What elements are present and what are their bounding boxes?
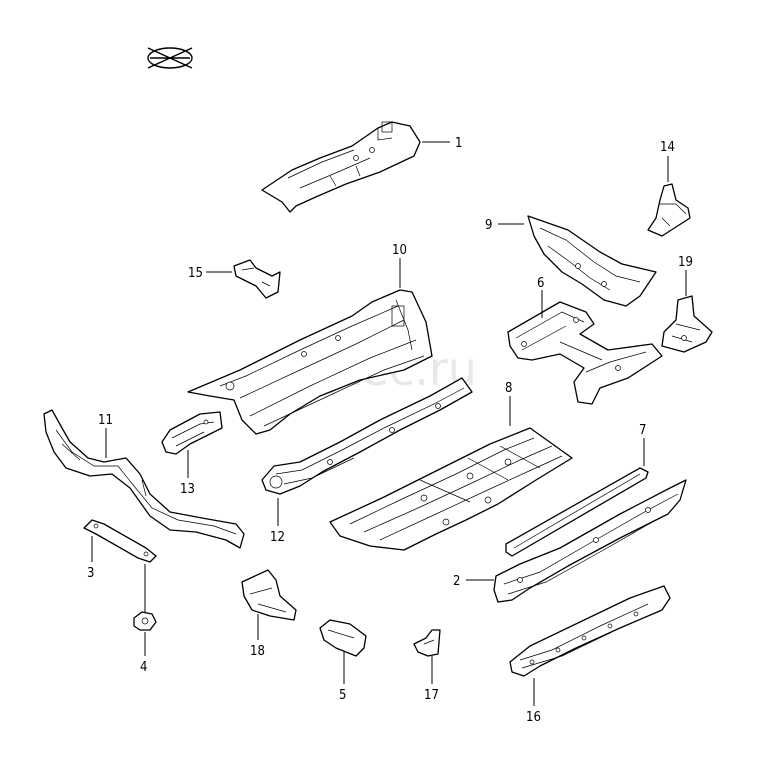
callout-1: 1: [422, 136, 462, 151]
callout-4: 4: [140, 564, 147, 675]
callout-label-8: 8: [505, 381, 512, 396]
part-11-front-member: [43, 409, 245, 549]
part-16-sill-outer: [509, 585, 671, 677]
callout-17: 17: [424, 656, 439, 703]
callout-16: 16: [526, 678, 541, 725]
callout-label-16: 16: [526, 710, 541, 725]
callout-18: 18: [250, 614, 265, 659]
part-2-sill-inner: [493, 479, 687, 603]
part-10-tunnel: [187, 289, 433, 435]
callout-8: 8: [505, 381, 512, 426]
callout-label-1: 1: [455, 136, 462, 151]
logo-icon: [147, 47, 193, 69]
callout-label-9: 9: [485, 218, 492, 233]
callout-label-3: 3: [87, 566, 94, 581]
part-8-floor-pan: [329, 427, 573, 551]
callout-13: 13: [180, 450, 195, 497]
part-17-bracket: [413, 629, 441, 657]
callout-label-15: 15: [188, 266, 203, 281]
callout-3: 3: [87, 536, 94, 581]
callout-label-5: 5: [339, 688, 346, 703]
callout-label-13: 13: [180, 482, 195, 497]
callout-2: 2: [453, 574, 494, 589]
part-9-rear-rail: [527, 215, 657, 307]
callout-label-18: 18: [250, 644, 265, 659]
callout-10: 10: [392, 243, 407, 288]
part-6-crossmember: [507, 301, 663, 405]
callout-label-12: 12: [270, 530, 285, 545]
callout-label-4: 4: [140, 660, 147, 675]
callout-11: 11: [98, 413, 113, 458]
part-7-thin-rail: [505, 467, 649, 557]
callout-9: 9: [485, 218, 524, 233]
callout-5: 5: [339, 652, 346, 703]
callout-label-11: 11: [98, 413, 113, 428]
callout-14: 14: [660, 140, 675, 182]
part-12-side-member: [261, 377, 473, 495]
part-14-bracket: [647, 183, 691, 237]
callout-label-7: 7: [639, 423, 646, 438]
callout-7: 7: [639, 423, 646, 466]
part-3-plate: [83, 519, 157, 563]
callout-15: 15: [188, 266, 232, 281]
part-5-bracket: [319, 619, 367, 657]
part-4-nut: [133, 611, 157, 631]
callout-label-17: 17: [424, 688, 439, 703]
callout-12: 12: [270, 498, 285, 545]
part-18-bracket: [241, 569, 297, 621]
callout-label-10: 10: [392, 243, 407, 258]
callout-label-6: 6: [537, 276, 544, 291]
callout-19: 19: [678, 255, 693, 296]
callout-6: 6: [537, 276, 544, 318]
part-1-tunnel-rear: [261, 121, 421, 213]
part-15-bracket: [233, 259, 281, 299]
callout-label-14: 14: [660, 140, 675, 155]
callout-label-2: 2: [453, 574, 460, 589]
callout-label-19: 19: [678, 255, 693, 270]
part-19-bracket: [661, 295, 713, 353]
part-13-member: [161, 411, 223, 455]
